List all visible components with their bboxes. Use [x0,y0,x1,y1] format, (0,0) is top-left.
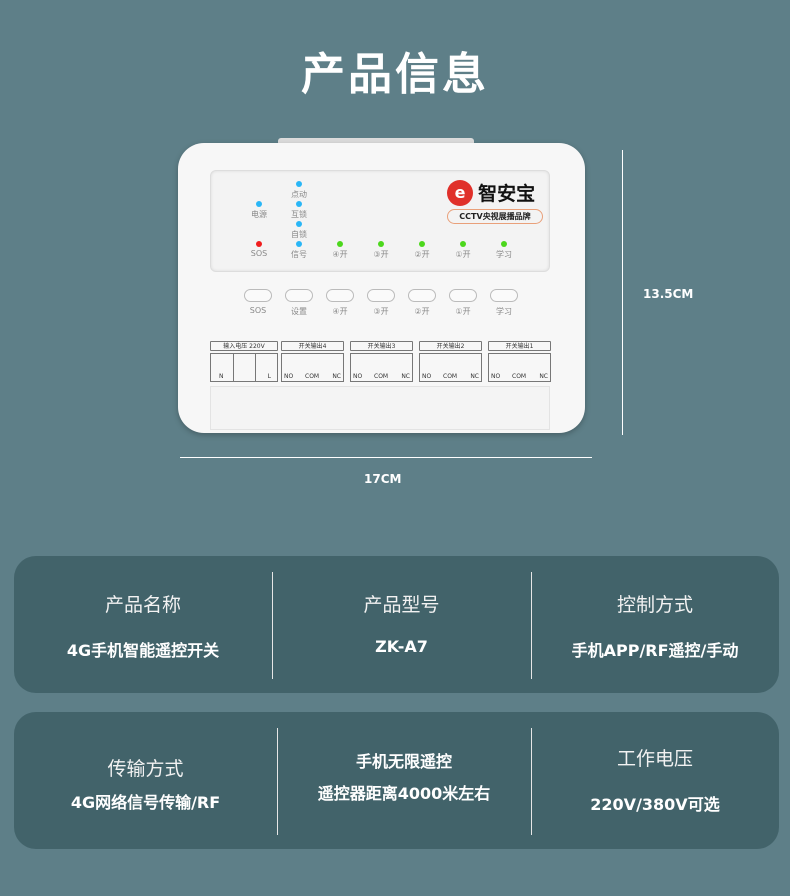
spec-label: 控制方式 [616,594,693,616]
output-terminal-label: 开关输出3 [350,341,413,351]
terminal-no: NO [422,373,432,380]
height-dimension-line [622,150,623,435]
device-button [449,289,477,302]
logo-name: 智安宝 [478,183,536,205]
terminal-no: NO [284,373,294,380]
device-button [244,289,272,302]
spec-label: 产品名称 [104,594,181,616]
indicator-label: 自锁 [291,230,307,239]
indicator-label: 点动 [291,190,307,199]
terminal-l: L [267,373,271,380]
output-terminal-label: 开关输出2 [419,341,482,351]
indicator-label: 信号 [291,250,307,259]
terminal-nc: NC [401,373,410,380]
device-button-label: ④开 [332,307,348,316]
cctv-badge: CCTV央视展播品牌 [447,209,543,224]
height-dimension-label: 13.5CM [643,287,694,301]
device-button-label: ③开 [373,307,389,316]
indicator-led [296,201,302,207]
terminal-no: NO [353,373,363,380]
indicator-label: ②开 [414,250,430,259]
indicator-label: ①开 [455,250,471,259]
device-button [326,289,354,302]
indicator-led [460,241,466,247]
device-button-label: 设置 [291,307,307,316]
device-button [367,289,395,302]
indicator-label: SOS [250,249,268,258]
output-terminal-label: 开关输出4 [281,341,344,351]
terminal-com: COM [443,373,458,380]
indicator-led [378,241,384,247]
output-terminal-label: 开关输出1 [488,341,551,351]
indicator-led [296,221,302,227]
terminal-nc: NC [539,373,548,380]
indicator-led [337,241,343,247]
spec-label: 传输方式 [107,758,184,780]
spec-label: 手机无限遥控 [355,752,452,771]
indicator-label: 学习 [496,250,512,259]
indicator-led [501,241,507,247]
indicator-led [296,241,302,247]
indicator-label: ④开 [332,250,348,259]
indicator-led [256,241,262,247]
terminal-nc: NC [470,373,479,380]
device-button-label: ②开 [414,307,430,316]
spec-card-2: 传输方式 4G网络信号传输/RF 手机无限遥控遥控器距离4000米左右 工作电压 2… [14,712,779,849]
device-button-label: 学习 [496,307,512,316]
brand-logo: e 智安宝 CCTV央视展播品牌 [447,179,557,224]
terminal-com: COM [374,373,389,380]
device-button-label: SOS [249,306,267,315]
bottom-cover [210,386,550,430]
device-button-label: ①开 [455,307,471,316]
width-dimension-label: 17CM [364,472,402,486]
spec-label: 产品型号 [363,594,440,616]
indicator-label: ③开 [373,250,389,259]
input-terminal: 输入电压 220V N L [210,341,278,383]
indicator-panel: 电源 点动互锁自锁 SOS 信号 ④开 ③开 ②开 ①开 学习 e 智安宝 CCTV央视展播品牌 [210,170,550,272]
indicator-label: 电源 [251,210,267,219]
width-dimension-line [180,457,592,458]
indicator-led [256,201,262,207]
indicator-led [296,181,302,187]
terminal-n: N [219,373,224,380]
page-title: 产品信息 [301,49,489,100]
indicator-led [419,241,425,247]
device-button [285,289,313,302]
spec-value: 遥控器距离4000米左右 [317,784,491,803]
spec-value: 4G手机智能遥控开关 [66,641,220,660]
logo-mark-icon: e [447,179,473,206]
terminal-no: NO [491,373,501,380]
spec-card-1: 产品名称 4G手机智能遥控开关 产品型号 ZK-A7 控制方式手机APP/RF遥控/… [14,556,779,693]
device-handle [278,138,474,146]
spec-value: 手机APP/RF遥控/手动 [571,641,739,660]
input-terminal-label: 输入电压 220V [210,341,278,351]
spec-value: 4G网络信号传输/RF [70,793,221,812]
terminal-nc: NC [332,373,341,380]
terminal-com: COM [512,373,527,380]
device-button [408,289,436,302]
device-button [490,289,518,302]
spec-value: ZK-A7 [375,637,428,656]
indicator-label: 互锁 [291,210,307,219]
terminal-com: COM [305,373,320,380]
spec-value: 220V/380V可选 [590,795,720,814]
spec-label: 工作电压 [616,748,693,770]
